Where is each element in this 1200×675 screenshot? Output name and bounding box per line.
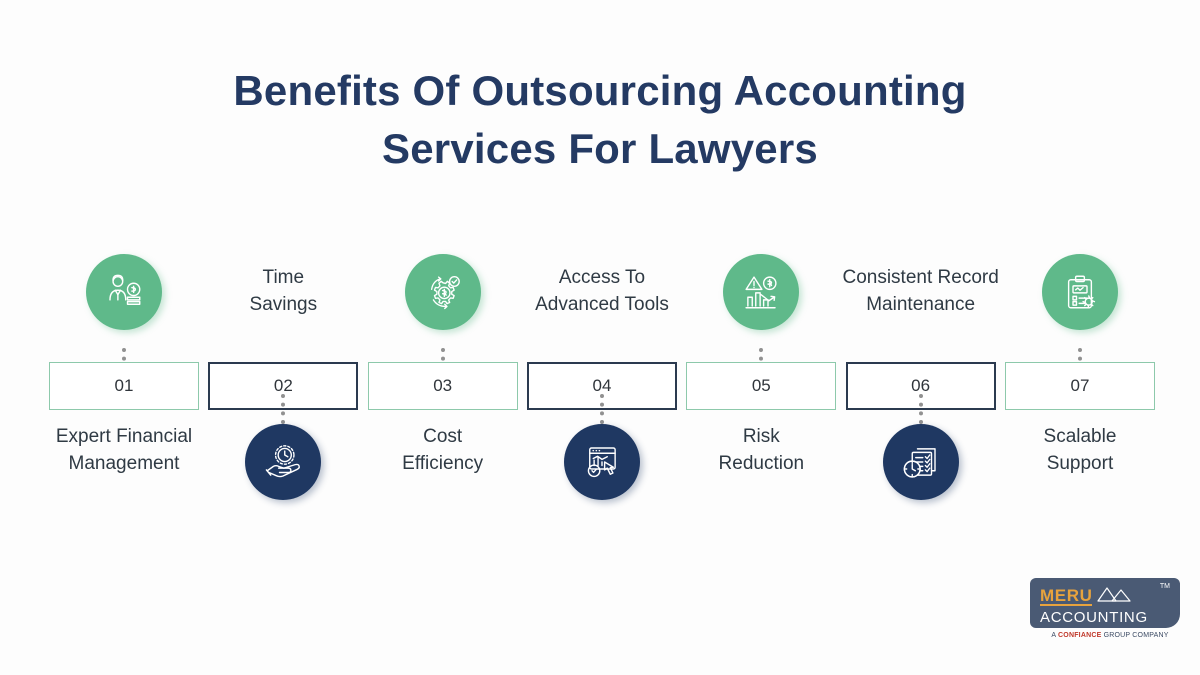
dashboard-hand-tap-icon [563, 424, 640, 500]
businessman-with-money-icon [86, 254, 162, 330]
title-line-2: Services For Lawyers [382, 124, 818, 172]
logo-trademark: TM [1159, 583, 1170, 590]
logo-tagline: A CONFIANCE GROUP COMPANY [1040, 632, 1180, 639]
gear-dollar-check-icon [404, 254, 481, 330]
step-05-icon-zone [673, 236, 849, 348]
step-06-label-zone: Consistent Record Maintenance [833, 236, 1009, 348]
tagline-prefix: A [1051, 632, 1059, 639]
step-01-label: Expert Financial Management [55, 426, 193, 474]
meru-accounting-logo[interactable]: MERU TM ACCOUNTING [1030, 578, 1180, 628]
step-02-icon-zone [195, 424, 371, 536]
step-07-label: Scalable Support [1043, 426, 1117, 474]
step-03-number: 03 [433, 376, 453, 395]
step-07-box[interactable]: 07 [1004, 348, 1162, 424]
step-05-label-zone: Risk Reduction [673, 424, 849, 536]
step-06-connector [918, 394, 923, 424]
step-04-label-zone: Access To Advanced Tools [514, 236, 690, 348]
step-03-box[interactable]: 03 [367, 348, 525, 424]
step-02-connector [281, 394, 286, 424]
logo-top-row: MERU TM [1040, 583, 1170, 608]
step-06-icon-zone [833, 424, 1009, 536]
timeline-step-04[interactable]: Access To Advanced Tools 04 [526, 236, 686, 536]
step-03-label: Cost Efficiency [402, 426, 484, 474]
step-06-label: Consistent Record Maintenance [842, 267, 999, 315]
step-05-label: Risk Reduction [718, 426, 805, 474]
timeline-step-06[interactable]: Consistent Record Maintenance 06 [842, 236, 1005, 536]
step-05-box[interactable]: 05 [685, 348, 844, 424]
step-02-label-zone: Time Savings [195, 236, 371, 348]
step-01-icon-zone [36, 236, 212, 348]
hand-holding-clock-icon [245, 424, 322, 500]
step-07-icon-zone [992, 236, 1168, 348]
logo-brand-primary: MERU [1040, 585, 1093, 607]
timeline-step-03[interactable]: 03 Cost Efficiency [367, 236, 525, 536]
clipboard-gear-icon [1041, 254, 1118, 330]
logo-brand-secondary: ACCOUNTING [1040, 609, 1148, 626]
risk-warning-chart-icon [723, 254, 800, 330]
benefits-timeline: 01 Expert Financial Management Time Savi… [48, 236, 1162, 536]
mountain-peaks-icon [1096, 585, 1136, 608]
step-07-number: 07 [1070, 376, 1090, 395]
timeline-step-07[interactable]: 07 Scalable Support [1004, 236, 1162, 536]
title-line-1: Benefits Of Outsourcing Accounting [233, 67, 967, 114]
step-04-icon-zone [514, 424, 690, 536]
step-04-number: 04 [592, 376, 612, 395]
step-02-label: Time Savings [249, 267, 318, 315]
page-title: Benefits Of Outsourcing Accounting Servi… [0, 62, 1200, 178]
step-03-label-zone: Cost Efficiency [355, 424, 531, 536]
step-01-box[interactable]: 01 [48, 348, 206, 424]
timeline-step-05[interactable]: 05 Risk Reduction [685, 236, 844, 536]
step-07-label-zone: Scalable Support [992, 424, 1168, 536]
tagline-brand: CONFIANCE [1058, 632, 1102, 639]
timeline-step-02[interactable]: Time Savings 02 [207, 236, 368, 536]
step-01-number: 01 [114, 376, 134, 395]
tagline-suffix: GROUP COMPANY [1101, 632, 1169, 639]
timeline-step-01[interactable]: 01 Expert Financial Management [48, 236, 206, 536]
step-02-number: 02 [273, 376, 293, 395]
step-05-number: 05 [751, 376, 771, 395]
step-04-label: Access To Advanced Tools [535, 267, 669, 315]
step-04-connector [599, 394, 604, 424]
checklist-clock-icon [882, 424, 959, 500]
step-03-icon-zone [355, 236, 531, 348]
step-06-number: 06 [911, 376, 931, 395]
step-01-label-zone: Expert Financial Management [36, 424, 212, 536]
